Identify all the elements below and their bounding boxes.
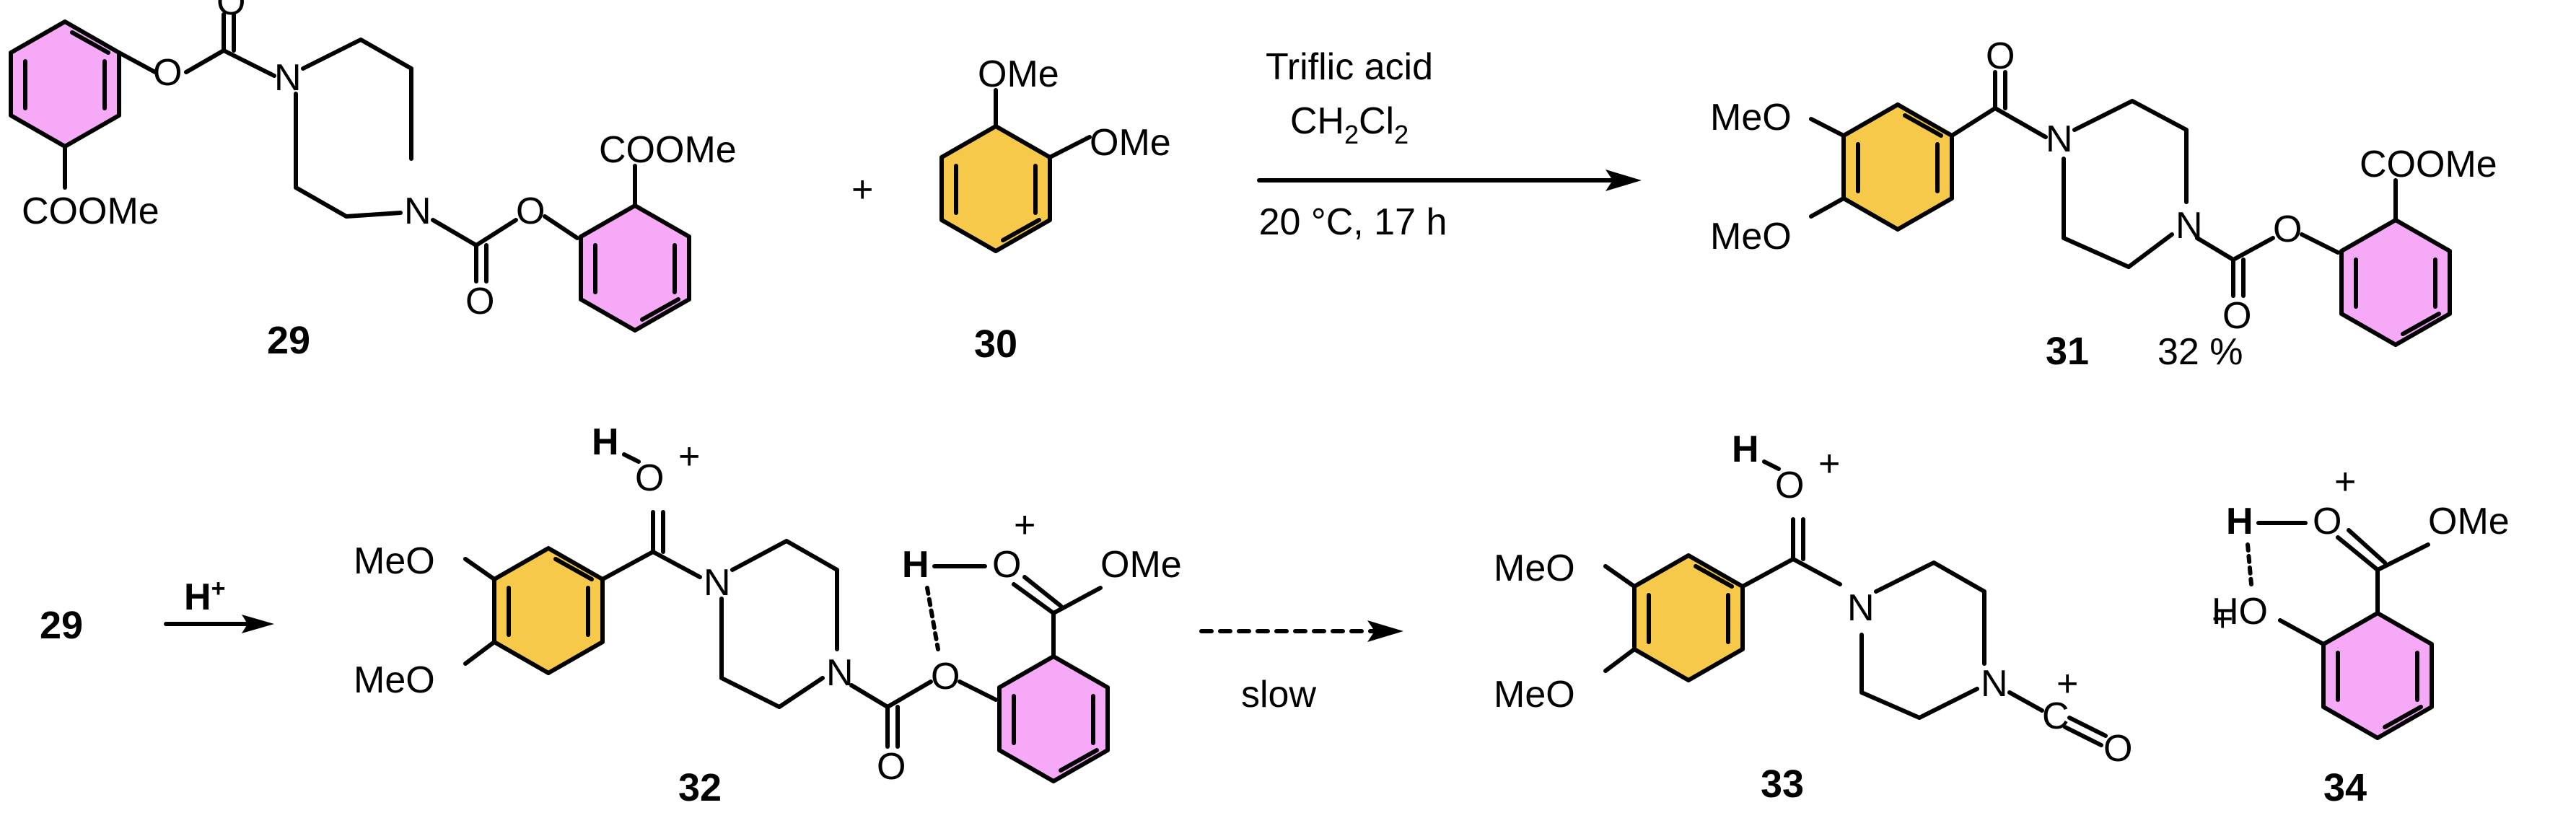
meo-label-2: MeO: [1710, 216, 1792, 258]
benzoate-ring-left: [11, 22, 119, 146]
protonation-arrow: H+: [164, 575, 274, 633]
plus-sign-1: +: [851, 169, 873, 211]
compound-31-yield: 32 %: [2157, 331, 2243, 373]
compound-29-label: 29: [267, 319, 310, 362]
compound-32-label: 32: [678, 766, 722, 809]
compound-29: COOMe O O N N O O COOMe 29: [9, 0, 737, 362]
piperazine-n2: N: [404, 190, 431, 232]
benzoate-ring-right: [581, 206, 689, 330]
charge-plus-33: +: [1818, 443, 1840, 485]
protonated-oxygen-32: O: [635, 457, 664, 499]
plus-sign-2: +: [2212, 598, 2233, 640]
ome-label-2: OMe: [1090, 122, 1171, 164]
veratrole-ring: [942, 126, 1050, 251]
slow-arrow: slow: [1199, 620, 1403, 716]
charge-plus-34: +: [2334, 461, 2356, 503]
veratrole-ring-33: [1634, 555, 1743, 680]
hydrogen-34: H: [2226, 501, 2253, 542]
ome-label-34: OMe: [2428, 501, 2510, 542]
ester-oxygen-31: O: [2273, 208, 2302, 250]
meo-label-1: MeO: [1710, 97, 1792, 138]
compound-31-label: 31: [2046, 330, 2089, 373]
meo-label-33b: MeO: [1494, 674, 1575, 716]
compound-33-label: 33: [1761, 762, 1804, 806]
hydroxyl-label: HO: [2212, 591, 2268, 633]
ester-oxygen-2: O: [516, 190, 545, 232]
coome-label: COOMe: [22, 190, 159, 232]
carbonyl-oxygen-2: O: [465, 281, 494, 322]
ome-label-32: OMe: [1100, 544, 1182, 586]
veratrole-ring-31: [1844, 105, 1952, 229]
piperazine-n2-33: N: [1981, 663, 2008, 705]
ester-oxygen: O: [153, 52, 182, 94]
compound-32: MeO MeO O + H N N O O O + OMe H: [354, 421, 1182, 809]
carbonyl-oxygen: O: [216, 0, 245, 23]
hydrogen-32a: H: [592, 421, 619, 463]
protonated-oxygen-32b: O: [992, 544, 1021, 586]
reagent-solvent: CH2Cl2: [1290, 100, 1409, 149]
charge-plus-32b: +: [1014, 504, 1035, 546]
protonated-oxygen-34: O: [2313, 501, 2341, 542]
carbonyl-oxygen-31: O: [1986, 35, 2015, 77]
charge-plus-33b: +: [2056, 663, 2078, 705]
meo-label-33a: MeO: [1494, 547, 1575, 589]
hydrogen-32b: H: [902, 544, 929, 586]
hydrogen-33: H: [1732, 428, 1759, 470]
compound-34-label: 34: [2323, 766, 2367, 809]
slow-label: slow: [1241, 674, 1316, 716]
benzoate-ring-31: [2341, 220, 2450, 345]
compound-30: OMe OMe 30: [939, 53, 1171, 366]
reagent-triflic-acid: Triflic acid: [1266, 46, 1433, 88]
benzoate-ring-34: [2323, 613, 2432, 738]
protonated-oxygen-33: O: [1775, 465, 1804, 506]
ome-label-1: OMe: [978, 53, 1059, 95]
charge-plus-32a: +: [678, 436, 700, 478]
piperazine-n1-32: N: [704, 562, 731, 604]
piperazine-n2-32: N: [826, 652, 854, 694]
benzoate-ring-32: [999, 656, 1108, 781]
meo-label-32b: MeO: [354, 659, 435, 701]
compound-34: O + OMe H HO 34: [2212, 461, 2510, 809]
ester-oxygen-32: O: [931, 656, 960, 698]
meo-label-32a: MeO: [354, 540, 435, 582]
carbonyl-oxygen-31b: O: [2222, 295, 2251, 337]
compound-33: MeO MeO O + H N N C + O 33: [1494, 428, 2132, 806]
veratrole-ring-32: [494, 548, 603, 673]
piperazine-n1-31: N: [2046, 118, 2073, 160]
isocyanate-carbon: C: [2042, 695, 2069, 737]
reaction-conditions: 20 °C, 17 h: [1259, 201, 1447, 243]
coome-label-2: COOMe: [599, 129, 737, 171]
row2-start-29: 29: [40, 604, 83, 647]
compound-31: MeO MeO O N N O O COOMe 31 32 %: [1710, 35, 2497, 373]
isocyanate-oxygen: O: [2103, 728, 2132, 770]
piperazine-n1-33: N: [1847, 587, 1875, 629]
compound-30-label: 30: [974, 322, 1017, 366]
carbonyl-oxygen-32: O: [877, 746, 906, 788]
coome-label-31: COOMe: [2360, 144, 2497, 185]
proton-label: H+: [184, 575, 225, 618]
reaction-arrow-1: Triflic acid CH2Cl2 20 °C, 17 h: [1257, 46, 1642, 243]
